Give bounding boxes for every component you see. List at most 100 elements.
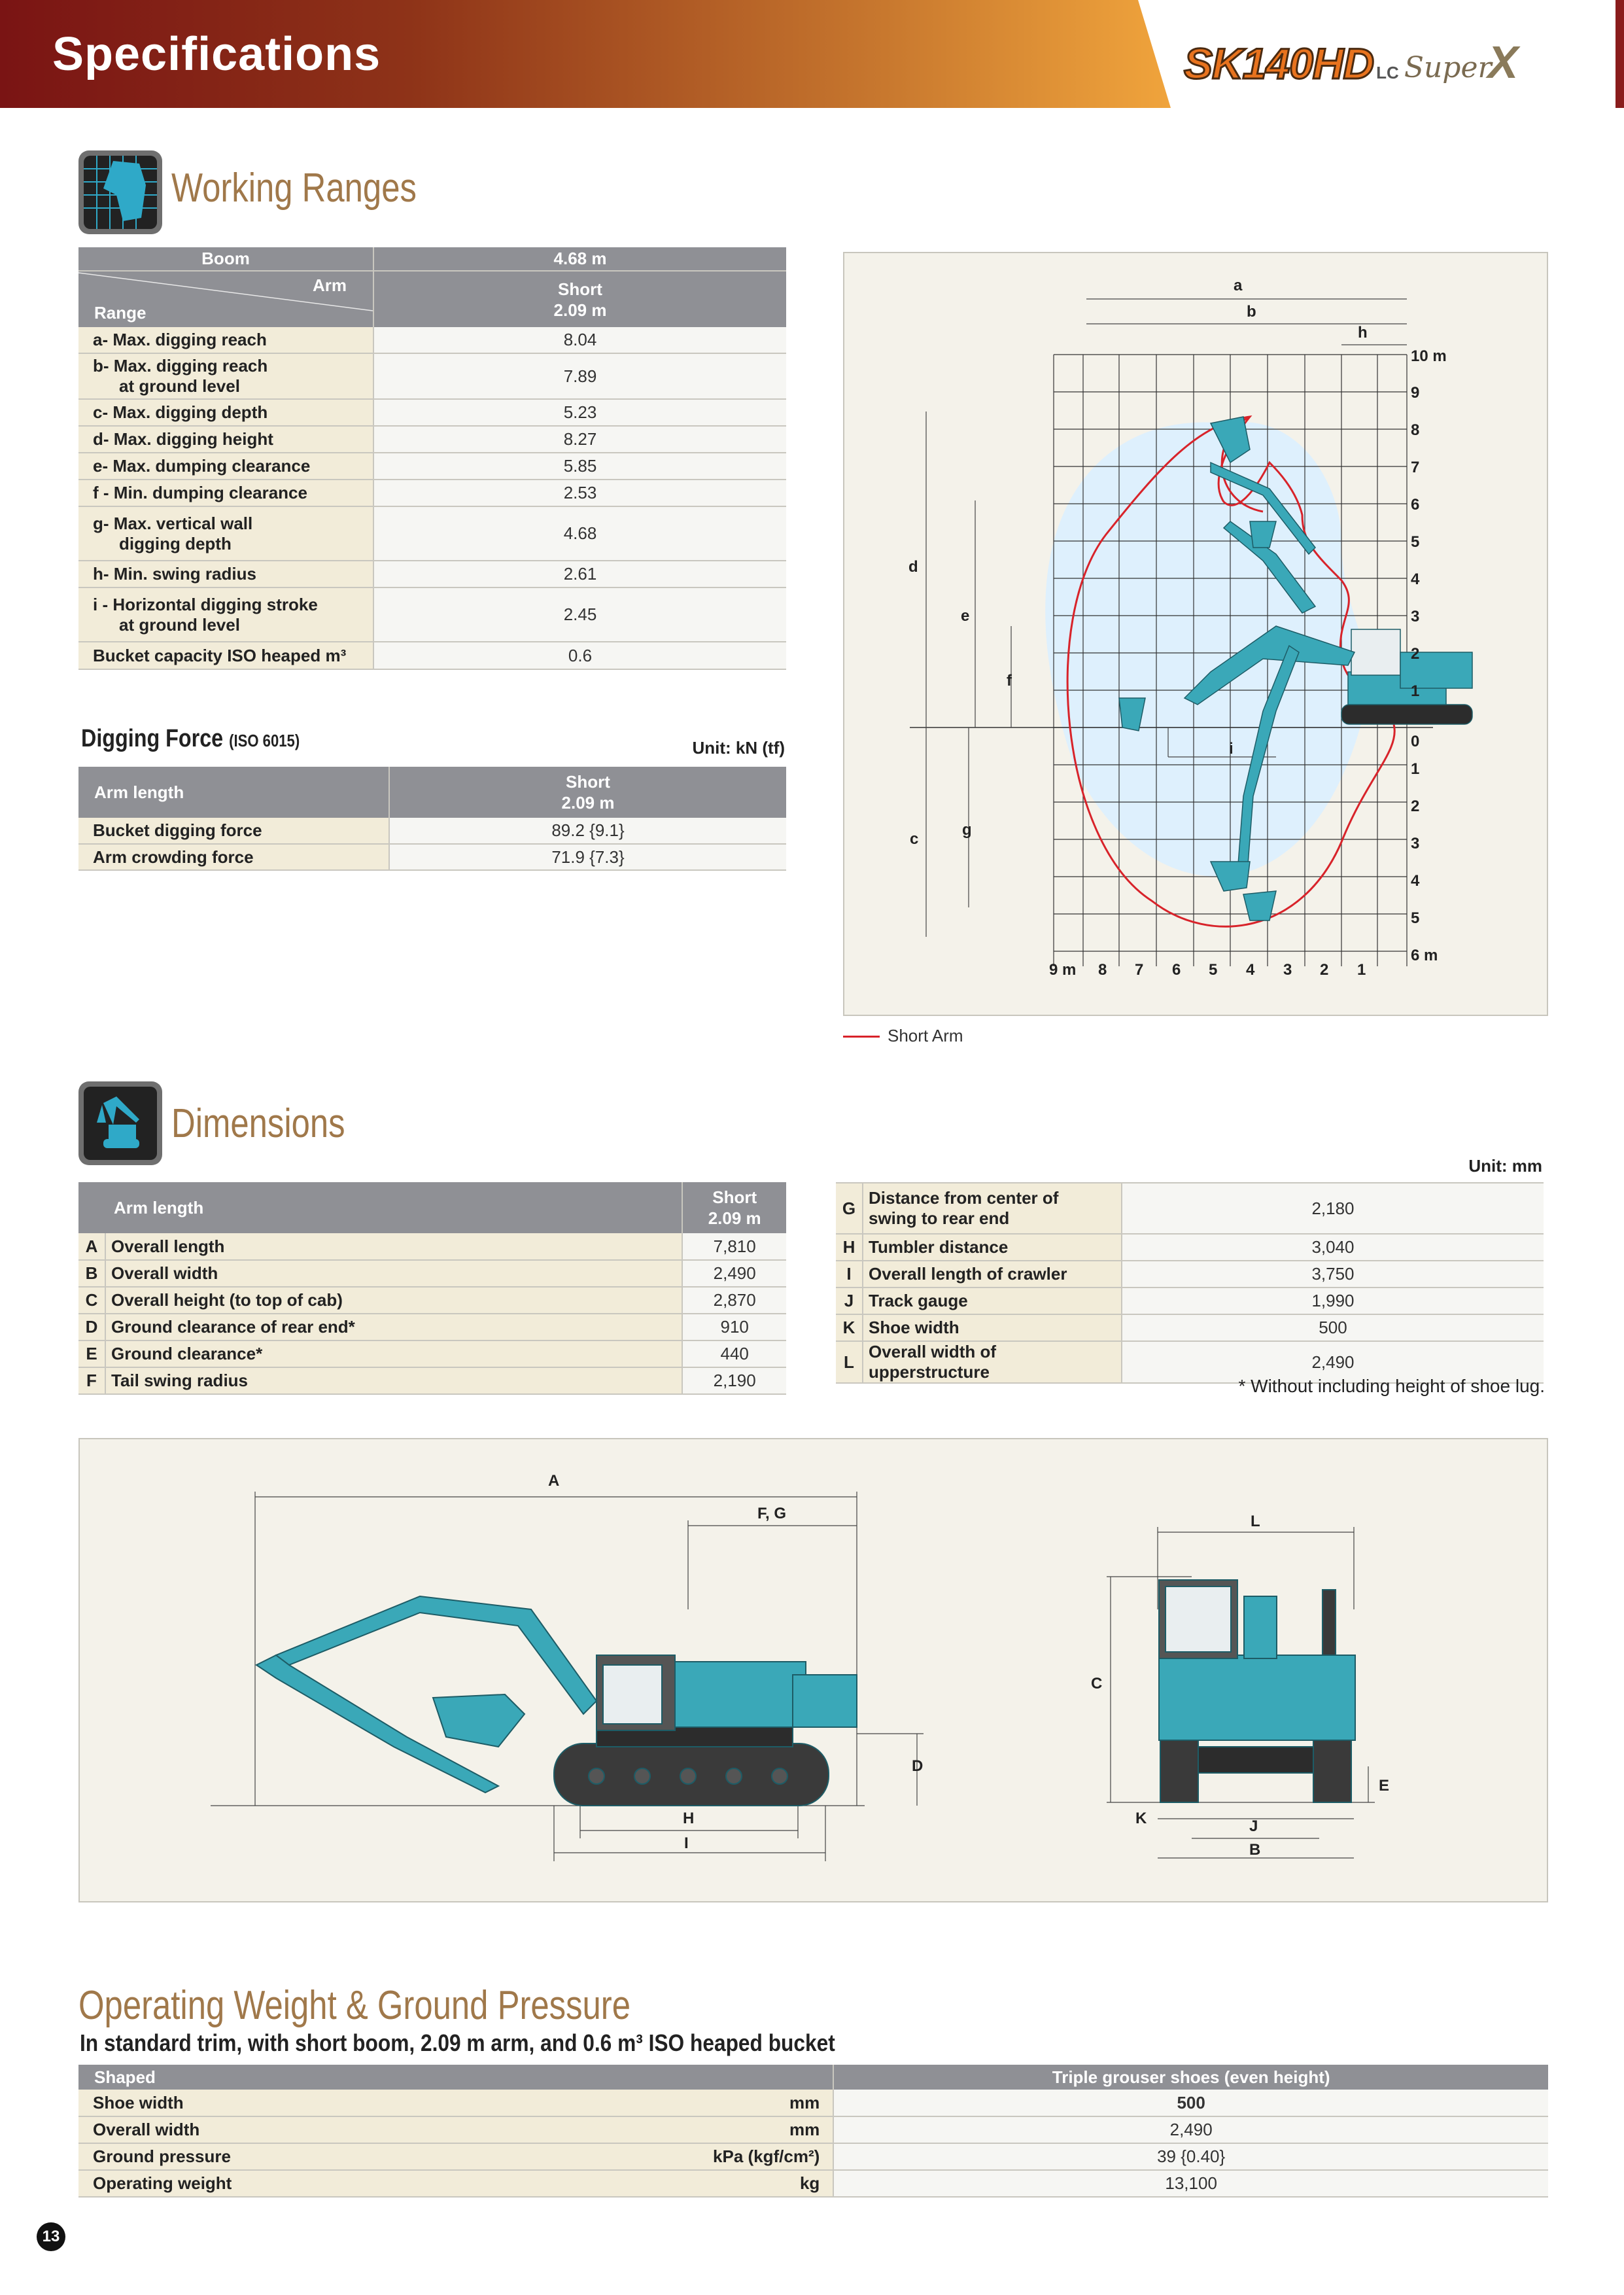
dim-label-j: J	[1249, 1817, 1258, 1835]
label-c: c	[910, 830, 919, 848]
wr-row-value: 5.23	[373, 399, 786, 427]
dim-key: K	[836, 1314, 863, 1342]
working-range-svg	[910, 298, 1473, 966]
ow-row-label: Operating weight	[78, 2170, 459, 2198]
dim-key: B	[78, 1260, 106, 1288]
dim-value: 2,190	[682, 1367, 786, 1395]
label-a: a	[1234, 277, 1243, 294]
page-header: Specifications SK140HD LC Super X	[0, 0, 1624, 108]
wr-row-value: 7.89	[373, 353, 786, 400]
wr-row-label: h- Min. swing radius	[78, 561, 374, 588]
dim-label-e: E	[1379, 1777, 1390, 1795]
dim-value: 2,490	[1122, 1341, 1544, 1384]
ow-row-unit: mm	[459, 2116, 835, 2144]
ow-header-left: Shaped	[78, 2065, 835, 2090]
dim-label: Overall width	[105, 1260, 683, 1288]
digging-force-title: Digging Force (ISO 6015)	[81, 725, 300, 752]
operating-weight-subtitle: In standard trim, with short boom, 2.09 …	[80, 2029, 835, 2056]
dimensions-svg	[211, 1492, 1375, 1861]
ow-row-unit: kPa (kgf/cm²)	[459, 2143, 835, 2171]
dim-key: A	[78, 1233, 106, 1261]
wr-row-value: 2.53	[373, 480, 786, 507]
dim-key: I	[836, 1261, 863, 1288]
label-d: d	[908, 558, 918, 576]
dim-key: L	[836, 1341, 863, 1384]
wr-row-value: 0.6	[373, 642, 786, 670]
wr-row-value: 5.85	[373, 453, 786, 480]
wr-row-label: f - Min. dumping clearance	[78, 480, 374, 507]
dim-label-fg: F, G	[757, 1505, 787, 1522]
wr-row-label: e- Max. dumping clearance	[78, 453, 374, 480]
dim-label: Ground clearance of rear end*	[105, 1314, 683, 1341]
page-title: Specifications	[52, 28, 381, 80]
dim-value: 1,990	[1122, 1288, 1544, 1315]
arm-range-header: Arm Range	[78, 271, 374, 327]
arm-value-1: Short	[558, 279, 602, 299]
dimensions-unit: Unit: mm	[1468, 1156, 1542, 1176]
wr-row-value: 2.45	[373, 587, 786, 642]
dimensions-drawing: A F, G D H I L C E K J B	[78, 1438, 1548, 1902]
dim-label-a: A	[548, 1472, 560, 1490]
dim-label-b: B	[1249, 1841, 1261, 1859]
arm-label: Arm	[312, 275, 347, 295]
wr-row-value: 8.27	[373, 426, 786, 453]
wr-row-value: 2.61	[373, 561, 786, 588]
dim-value: 500	[1122, 1314, 1544, 1342]
wr-row-label: d- Max. digging height	[78, 426, 374, 453]
df-row-value: 89.2 {9.1}	[389, 818, 786, 845]
wr-row-label: a- Max. digging reach	[78, 327, 374, 354]
ow-row-value: 500	[833, 2090, 1548, 2117]
df-row-label: Arm crowding force	[78, 844, 390, 871]
label-h: h	[1358, 324, 1368, 342]
ow-row-label: Ground pressure	[78, 2143, 459, 2171]
model-logo: SK140HD LC Super X	[1183, 36, 1518, 89]
dim-value: 2,490	[682, 1260, 786, 1288]
dim-value: 910	[682, 1314, 786, 1341]
working-ranges-icon	[78, 150, 162, 234]
dim-value: 3,040	[1122, 1234, 1544, 1261]
working-ranges-title: Working Ranges	[171, 166, 417, 211]
df-row-label: Bucket digging force	[78, 818, 390, 845]
dim-key: D	[78, 1314, 106, 1341]
dim-value: 2,870	[682, 1287, 786, 1314]
df-row-value: 71.9 {7.3}	[389, 844, 786, 871]
dim-label: Overall length of crawler	[863, 1261, 1122, 1288]
boom-value: 4.68 m	[373, 247, 786, 272]
dim-value: 440	[682, 1340, 786, 1368]
dim-label: Tumbler distance	[863, 1234, 1122, 1261]
operating-weight-table: Shaped Triple grouser shoes (even height…	[78, 2065, 1548, 2198]
wr-row-label: Bucket capacity ISO heaped m³	[78, 642, 374, 670]
model-suffix: LC	[1376, 63, 1399, 82]
dim-label: Overall length	[105, 1233, 683, 1261]
arm-value-header: Short 2.09 m	[373, 271, 786, 327]
ow-header-right: Triple grouser shoes (even height)	[833, 2065, 1548, 2090]
dim-label-c: C	[1091, 1675, 1103, 1692]
dim-key: C	[78, 1287, 106, 1314]
header-band	[0, 0, 1171, 108]
dim-value: 2,180	[1122, 1183, 1544, 1235]
dimensions-footnote: * Without including height of shoe lug.	[1238, 1376, 1545, 1396]
ow-row-label: Shoe width	[78, 2090, 459, 2117]
wr-row-value: 8.04	[373, 327, 786, 354]
page-number: 13	[37, 2222, 65, 2251]
dim-key: E	[78, 1340, 106, 1368]
dim-label: Ground clearance*	[105, 1340, 683, 1368]
dim-label: Overall height (to top of cab)	[105, 1287, 683, 1314]
dim-label-h: H	[683, 1810, 695, 1827]
label-g: g	[962, 821, 972, 839]
wr-row-label: c- Max. digging depth	[78, 399, 374, 427]
ow-row-unit: mm	[459, 2090, 835, 2117]
dim-label: Overall width of upperstructure	[863, 1341, 1122, 1384]
dim-label: Tail swing radius	[105, 1367, 683, 1395]
ow-row-value: 2,490	[833, 2116, 1548, 2144]
dim-label: Shoe width	[863, 1314, 1122, 1342]
dim-key: J	[836, 1288, 863, 1315]
dimensions-title: Dimensions	[171, 1101, 345, 1146]
label-b: b	[1247, 303, 1256, 321]
label-f: f	[1007, 672, 1012, 690]
